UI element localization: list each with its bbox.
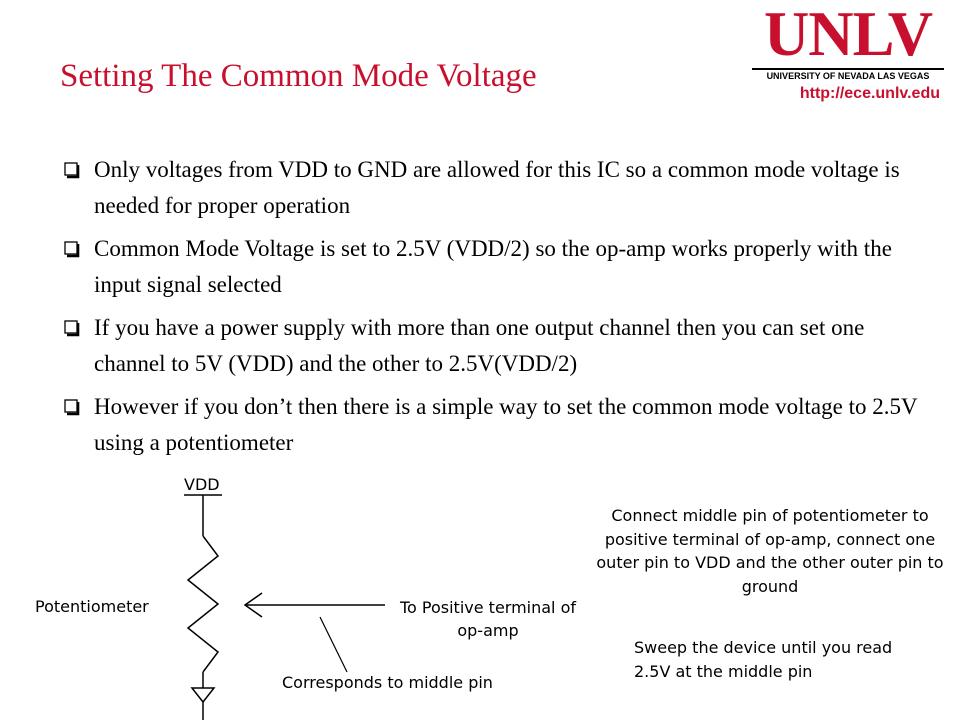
hollow-square-bullet-icon (64, 162, 80, 179)
bullet-text: However if you don’t then there is a sim… (94, 394, 918, 455)
bullet-item: Common Mode Voltage is set to 2.5V (VDD/… (62, 231, 932, 303)
logo-subtitle: UNIVERSITY OF NEVADA LAS VEGAS (766, 71, 930, 81)
potentiometer-diagram: VDD Potentiometer To Positive terminal o… (0, 460, 960, 720)
connection-note: Connect middle pin of potentiometer to p… (596, 506, 944, 596)
bullet-list: Only voltages from VDD to GND are allowe… (62, 152, 932, 468)
bullet-text: Common Mode Voltage is set to 2.5V (VDD/… (94, 236, 892, 297)
ece-url-link[interactable]: http://ece.unlv.edu (799, 85, 940, 102)
bullet-text: If you have a power supply with more tha… (94, 315, 865, 376)
middle-pin-label: Corresponds to middle pin (282, 673, 493, 692)
positive-terminal-label: To Positive terminal of op-amp (399, 598, 577, 640)
slide-title: Setting The Common Mode Voltage (60, 58, 537, 94)
bullet-item: Only voltages from VDD to GND are allowe… (62, 152, 932, 224)
sweep-note: Sweep the device until you read 2.5V at … (634, 638, 893, 681)
bullet-text: Only voltages from VDD to GND are allowe… (94, 157, 900, 218)
schematic-drawing (184, 494, 385, 720)
logo-wordmark: UNLV (763, 0, 933, 69)
resistor-zigzag (186, 535, 220, 673)
logo-rule (752, 68, 944, 70)
hollow-square-bullet-icon (64, 241, 80, 258)
hollow-square-bullet-icon (64, 399, 80, 416)
unlv-logo: UNLV UNIVERSITY OF NEVADA LAS VEGAS (748, 2, 948, 84)
bullet-item: However if you don’t then there is a sim… (62, 389, 932, 461)
ground-symbol-icon (190, 687, 216, 704)
vdd-label: VDD (184, 475, 220, 494)
middle-pin-pointer (319, 616, 348, 673)
hollow-square-bullet-icon (64, 320, 80, 337)
bullet-item: If you have a power supply with more tha… (62, 310, 932, 382)
potentiometer-label: Potentiometer (35, 597, 149, 616)
wiper-arrowhead-icon (243, 592, 263, 618)
